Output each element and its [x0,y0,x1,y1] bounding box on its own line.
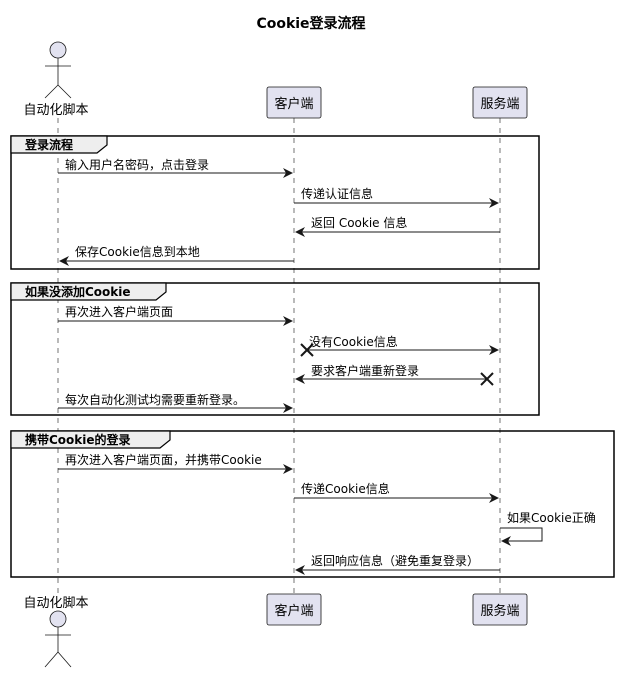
message-label: 没有Cookie信息 [309,334,398,349]
message-label: 要求客户端重新登录 [311,363,419,378]
actor-label: 自动化脚本 [23,595,88,611]
diagram-title: Cookie登录流程 [256,15,365,32]
message-label: 传递认证信息 [301,186,373,201]
participant-client-top: 客户端 [266,86,322,119]
lost-message-x-icon [480,372,494,386]
message: 每次自动化测试均需要重新登录。 [58,392,293,413]
message-label: 再次进入客户端页面，并携带Cookie [65,452,262,467]
message: 没有Cookie信息 [300,334,499,357]
message: 返回 Cookie 信息 [295,215,500,237]
actor-script-top: 自动化脚本 [23,41,89,118]
message: 传递Cookie信息 [294,481,499,503]
actor-head-icon [49,610,67,628]
message: 再次进入客户端页面，并携带Cookie [58,452,293,474]
group-label: 携带Cookie的登录 [25,432,131,447]
message: 再次进入客户端页面 [58,304,293,326]
actor-script-bottom: 自动化脚本 [23,595,89,668]
lost-message-x-icon [300,343,314,357]
message-label: 返回响应信息（避免重复登录） [311,553,479,568]
actor-label: 自动化脚本 [23,102,88,118]
message-label: 再次进入客户端页面 [65,304,173,319]
group-label: 如果没添加Cookie [25,284,131,299]
message: 要求客户端重新登录 [295,363,494,386]
participant-label: 客户端 [274,96,313,112]
self-message: 如果Cookie正确 [500,510,596,546]
participant-label: 服务端 [480,96,519,112]
participant-label: 服务端 [480,603,519,619]
group-label: 登录流程 [24,137,73,152]
message-label: 返回 Cookie 信息 [311,215,407,230]
message: 返回响应信息（避免重复登录） [295,553,500,575]
message: 保存Cookie信息到本地 [59,244,294,266]
message-label: 输入用户名密码，点击登录 [65,157,209,172]
group-frame-no-cookie: 如果没添加Cookie [10,282,540,416]
actor-head-icon [49,41,67,59]
participant-server-bottom: 服务端 [472,593,528,626]
participant-client-bottom: 客户端 [266,593,322,626]
message: 传递认证信息 [294,186,499,208]
participant-server-top: 服务端 [472,86,528,119]
message-label: 如果Cookie正确 [507,510,596,525]
message-label: 传递Cookie信息 [301,481,390,496]
group-frame-with-cookie: 携带Cookie的登录 [10,430,615,578]
message: 输入用户名密码，点击登录 [58,157,293,178]
message-label: 保存Cookie信息到本地 [75,244,200,259]
message-label: 每次自动化测试均需要重新登录。 [65,392,245,407]
group-frame-login: 登录流程 [10,135,540,270]
participant-label: 客户端 [274,603,313,619]
